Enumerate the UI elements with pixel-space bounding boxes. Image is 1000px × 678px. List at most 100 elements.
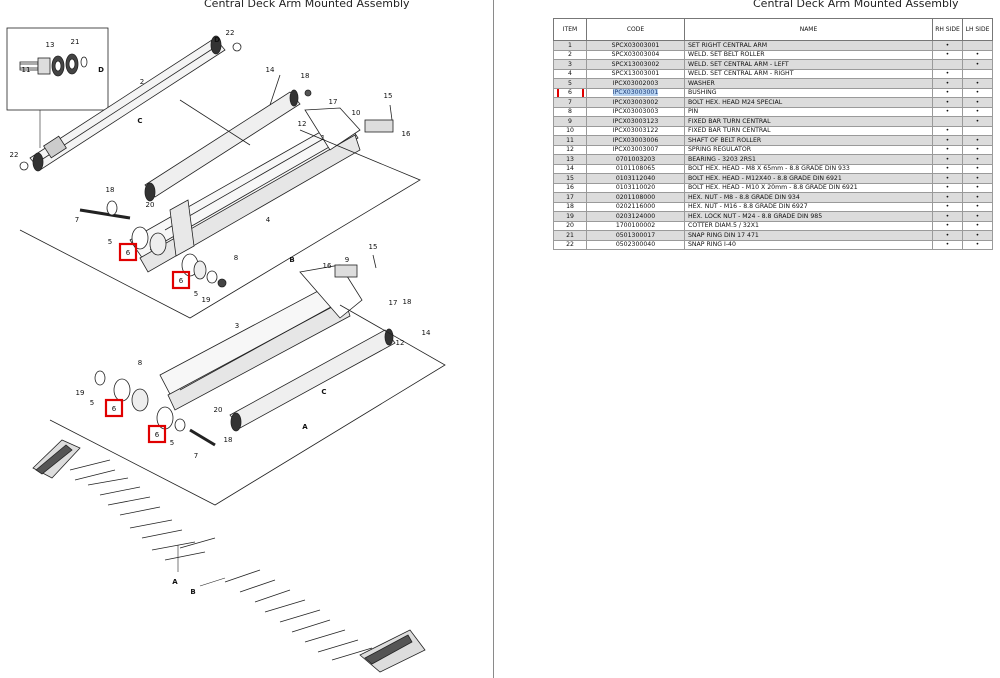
- code-cell-text: SPCX13003001: [611, 70, 660, 78]
- item-cell-text: 15: [566, 174, 574, 182]
- lh-side-cell-text: •: [975, 155, 980, 163]
- page-divider: [493, 0, 494, 678]
- name-cell: BUSHING: [684, 87, 933, 98]
- rh-side-cell: •: [932, 220, 963, 231]
- rh-side-cell: •: [932, 78, 963, 89]
- rh-side-cell: •: [932, 201, 963, 212]
- callout-label: 18: [106, 186, 115, 194]
- code-cell-text: IPCX03003003: [612, 108, 659, 116]
- lh-side-cell: •: [962, 192, 993, 203]
- lh-side-cell-text: •: [975, 146, 980, 154]
- lh-side-cell: •: [962, 239, 993, 250]
- rh-side-cell-text: •: [945, 89, 950, 97]
- name-cell: WELD. SET CENTRAL ARM - RIGHT: [684, 68, 933, 79]
- code-cell-text: 0701003203: [615, 155, 656, 163]
- item-cell: 22: [553, 239, 587, 250]
- lh-side-cell: •: [962, 211, 993, 222]
- name-cell: BOLT HEX. HEAD M24 SPECIAL: [684, 97, 933, 108]
- name-cell-text: PIN: [688, 108, 699, 116]
- item-cell: 6: [553, 87, 587, 98]
- item-cell: 13: [553, 154, 587, 165]
- code-cell: SPCX03003004: [586, 49, 685, 60]
- rh-side-cell: •: [932, 68, 963, 79]
- rh-side-cell: [932, 59, 963, 70]
- item-cell-text: 16: [566, 184, 574, 192]
- code-cell: 0103110020: [586, 182, 685, 193]
- item-cell-text: 8: [568, 108, 572, 116]
- item-cell-text: 22: [566, 241, 574, 249]
- rh-side-cell: [932, 116, 963, 127]
- name-cell: SHAFT OF BELT ROLLER: [684, 135, 933, 146]
- item-cell-text: 6: [568, 89, 572, 97]
- name-cell: PIN: [684, 106, 933, 117]
- callout-label: 11: [22, 66, 31, 74]
- rh-side-cell-text: •: [945, 98, 950, 106]
- item-cell: 14: [553, 163, 587, 174]
- code-cell-text: 0201108000: [615, 193, 656, 201]
- callout-label: 20: [146, 201, 155, 209]
- rh-side-cell: •: [932, 173, 963, 184]
- callout-label: D: [98, 66, 104, 74]
- code-cell-text: 0103112040: [615, 174, 656, 182]
- callout-label: 3: [235, 322, 239, 330]
- rh-side-cell: •: [932, 192, 963, 203]
- item-cell-text: 13: [566, 155, 574, 163]
- name-cell-text: SPRING REGULATOR: [688, 146, 751, 154]
- item-cell: 10: [553, 125, 587, 136]
- rh-side-cell-text: •: [945, 174, 950, 182]
- lh-side-cell-text: •: [975, 108, 980, 116]
- lh-side-cell-text: •: [975, 203, 980, 211]
- callout-label: C: [137, 117, 142, 125]
- callout-label: 2: [140, 78, 144, 86]
- callout-label: 5: [90, 399, 94, 407]
- item-cell: 16: [553, 182, 587, 193]
- item-cell: 1: [553, 40, 587, 51]
- rh-side-cell-text: •: [945, 79, 950, 87]
- table-title: Central Deck Arm Mounted Assembly: [753, 0, 959, 10]
- name-cell-text: SET RIGHT CENTRAL ARM: [688, 41, 768, 49]
- lh-side-cell: •: [962, 201, 993, 212]
- name-cell-text: WELD. SET CENTRAL ARM - LEFT: [688, 60, 789, 68]
- code-cell: 0201108000: [586, 192, 685, 203]
- name-cell-text: BOLT HEX. HEAD M24 SPECIAL: [688, 98, 783, 106]
- item-cell-text: 21: [566, 231, 574, 239]
- code-cell: SPCX13003001: [586, 68, 685, 79]
- item-cell-text: 9: [568, 117, 572, 125]
- table-row: 4 SPCX13003001 WELD. SET CENTRAL ARM - RIG…: [553, 68, 993, 79]
- name-cell-text: WASHER: [688, 79, 715, 87]
- item-cell-text: 4: [568, 70, 572, 78]
- item-cell: 9: [553, 116, 587, 127]
- callout-label: 17: [329, 98, 338, 106]
- callout-label: A: [172, 578, 178, 586]
- lh-side-cell-text: •: [975, 79, 980, 87]
- callout-label: 17: [389, 299, 398, 307]
- code-cell: 0502300040: [586, 239, 685, 250]
- callout-label: 19: [202, 296, 211, 304]
- callout-label: 8: [234, 254, 238, 262]
- rh-side-cell-text: •: [945, 241, 950, 249]
- code-cell-text: 0502300040: [615, 241, 656, 249]
- code-cell-text: IPCX03002003: [612, 79, 659, 87]
- lh-side-cell-text: •: [975, 51, 980, 59]
- header-name: NAME: [684, 18, 933, 41]
- code-cell: IPCX03003007: [586, 144, 685, 155]
- callout-label: 6: [179, 277, 184, 285]
- item-cell-text: 2: [568, 51, 572, 59]
- rh-side-cell: •: [932, 106, 963, 117]
- lh-side-cell-text: •: [975, 184, 980, 192]
- callout-label: B: [289, 256, 294, 264]
- callout-label: 15: [384, 92, 393, 100]
- rh-side-cell: •: [932, 211, 963, 222]
- code-cell: IPCX03003001: [586, 87, 685, 98]
- callout-label: 6: [155, 431, 160, 439]
- lh-side-cell-text: •: [975, 222, 980, 230]
- callout-label: 15: [369, 243, 378, 251]
- code-cell-text: IPCX03003001: [612, 89, 659, 97]
- name-cell-text: SNAP RING I-40: [688, 241, 736, 249]
